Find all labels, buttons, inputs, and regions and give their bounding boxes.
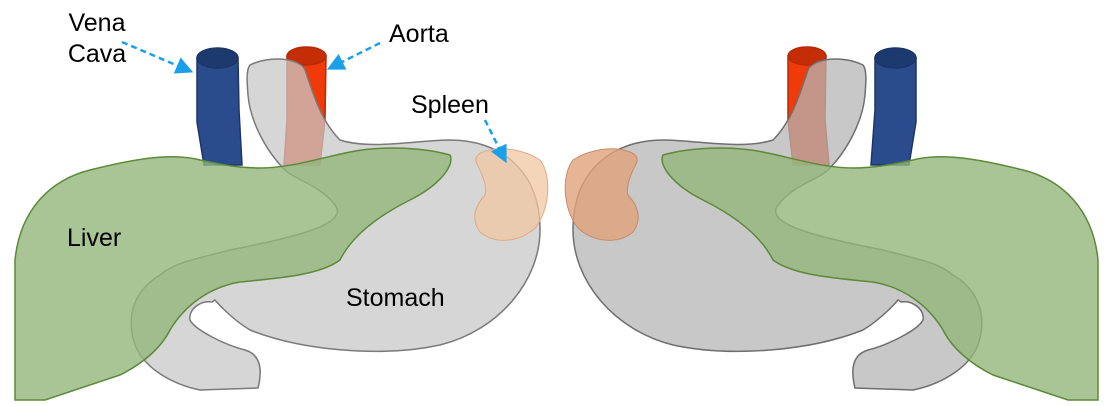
spleen-shape (474, 148, 549, 241)
liver-shape-right (661, 147, 1099, 401)
vena-cava-label-line1: Vena (68, 9, 126, 37)
vena-cava-label-line2: Cava (67, 40, 127, 68)
stomach-label: Stomach (346, 284, 445, 312)
vena-cava-vessel-right (870, 47, 917, 166)
liver-shape (14, 147, 452, 401)
aorta-label: Aorta (389, 20, 449, 48)
spleen-label: Spleen (411, 91, 489, 119)
aorta-pointer (326, 41, 381, 70)
vena-cava-pointer (121, 40, 194, 74)
spleen-shape-right (564, 148, 639, 241)
liver-label: Liver (67, 224, 122, 252)
right-view (564, 46, 1099, 401)
left-view (14, 40, 549, 401)
vena-cava-label: Vena Cava (52, 8, 142, 70)
spleen-pointer (483, 119, 507, 164)
vena-cava-vessel (196, 47, 243, 166)
